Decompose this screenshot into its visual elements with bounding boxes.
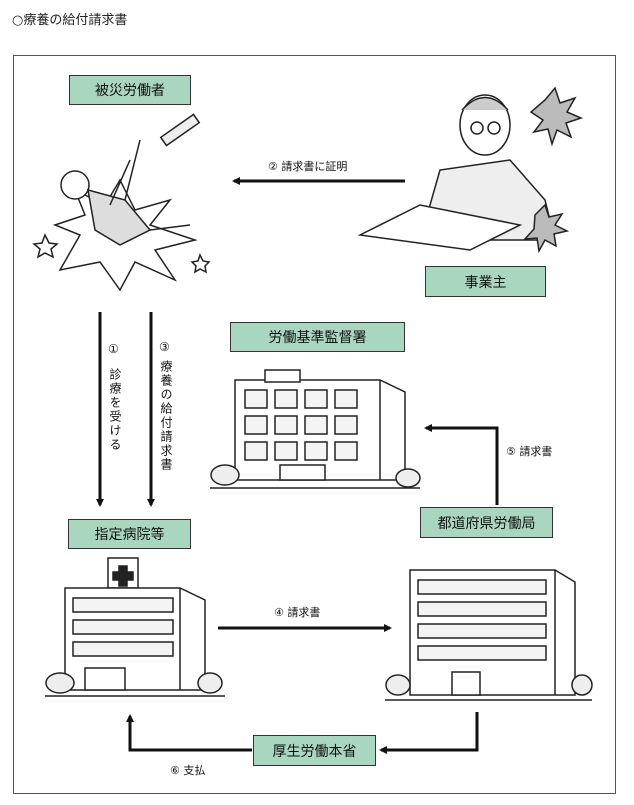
flow-1-label: 診療を受ける	[108, 368, 122, 452]
labor-office-building	[210, 369, 421, 489]
flow-6-label: ⑥ 支払	[170, 764, 206, 777]
diagram-frame	[13, 55, 616, 794]
hospital-building	[45, 557, 225, 697]
node-hospital: 指定病院等	[68, 519, 191, 549]
flow-4-label: ④ 請求書	[274, 606, 321, 619]
node-ministry: 厚生労働本省	[253, 735, 376, 766]
prefectural-bureau-building	[385, 569, 593, 701]
flow-1-number: ①	[108, 342, 119, 356]
node-employer: 事業主	[425, 266, 546, 297]
node-prefectural-bureau: 都道府県労働局	[420, 507, 553, 538]
flow-3-number: ③	[159, 340, 170, 354]
flow-3-label: 療養の給付請求書	[159, 360, 173, 472]
node-worker: 被災労働者	[69, 75, 191, 105]
flow-2-label: ② 請求書に証明	[268, 160, 348, 173]
arrow-ministry	[379, 712, 479, 754]
node-labor-office: 労働基準監督署	[230, 322, 405, 352]
page-title: ○療養の給付請求書	[12, 13, 128, 28]
arrow-5	[424, 424, 499, 505]
falling-worker-illustration	[32, 113, 211, 292]
employer-illustration	[357, 86, 584, 254]
flow-5-label: ⑤ 請求書	[506, 445, 553, 458]
arrow-6	[126, 714, 252, 752]
